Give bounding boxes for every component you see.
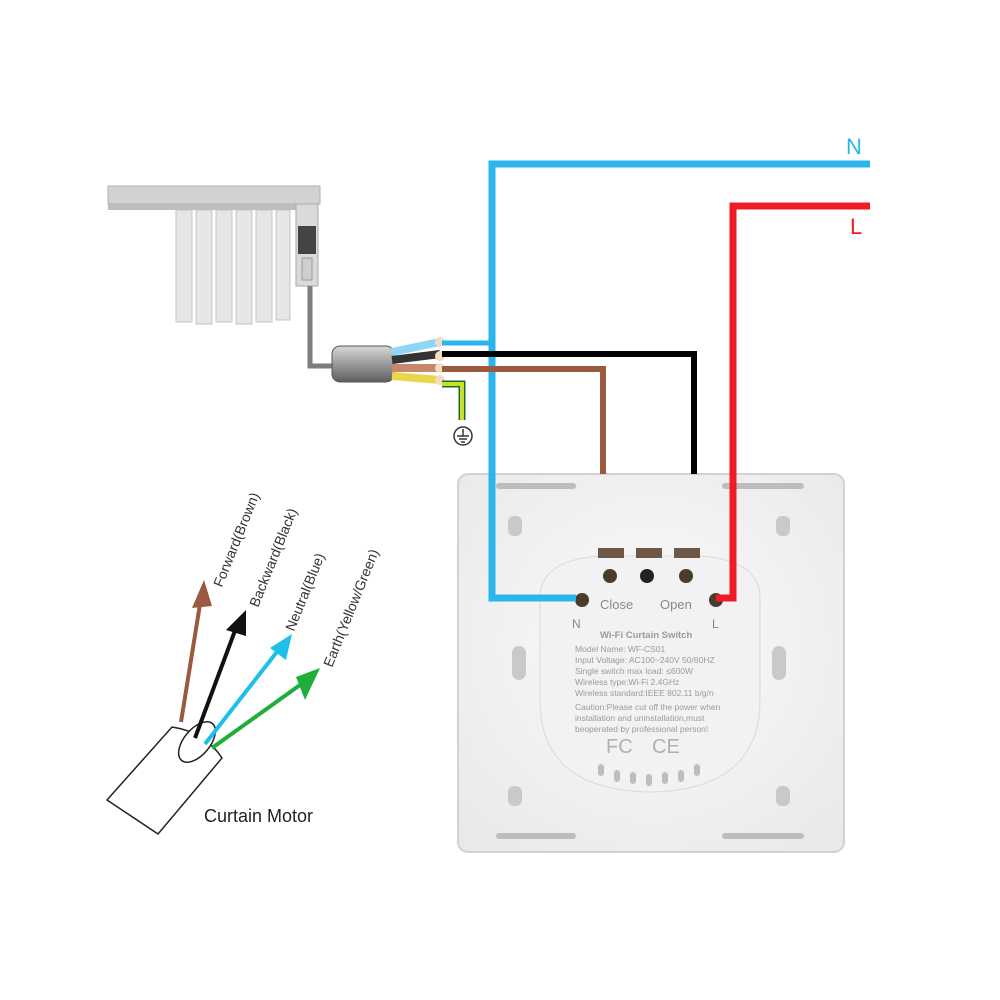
spec-wireless-type: Wireless type:Wi-Fi 2.4GHz [575, 677, 679, 687]
neutral-arrow-icon [270, 634, 292, 660]
forward-arrow-icon [192, 580, 212, 608]
wires [442, 160, 870, 602]
terminal-n-label: N [572, 617, 581, 631]
backward-arrow-icon [226, 610, 246, 636]
curtain-motor-label: Curtain Motor [204, 806, 313, 826]
spec-load: Single switch max load: ≤600W [575, 666, 693, 676]
earth-arrow-icon [296, 668, 320, 700]
wire-label-backward: Backward(Black) [246, 506, 300, 609]
neutral-line-label: N [846, 134, 862, 159]
terminal-l-label: L [712, 617, 719, 631]
terminal-open-label: Open [660, 597, 692, 612]
spec-caution-1: Caution:Please cut off the power when [575, 702, 721, 712]
switch-plate [457, 473, 845, 853]
live-wire [716, 202, 870, 602]
motor-cable-icon [105, 721, 223, 835]
neutral-wire [488, 160, 870, 602]
curtain-rail-illustration [107, 185, 445, 385]
wire-label-neutral: Neutral(Blue) [282, 551, 328, 633]
ground-icon [453, 426, 473, 446]
spec-wireless-standard: Wireless standard:IEEE 802.11 b/g/n [575, 688, 714, 698]
wire-label-earth: Earth(Yellow/Green) [320, 547, 382, 669]
earth-wire [442, 380, 466, 420]
terminal-close-label: Close [600, 597, 633, 612]
forward-wire [442, 366, 606, 474]
motor-legend: Forward(Brown) Backward(Black) Neutral(B… [105, 490, 382, 835]
spec-voltage: Input Voltage: AC100~240V 50/60HZ [575, 655, 715, 665]
live-line-label: L [850, 214, 862, 239]
ce-mark: CE [652, 736, 680, 758]
fc-mark: FC [606, 736, 633, 758]
switch-specs: Wi-Fi Curtain Switch Model Name: WF-CS01… [575, 630, 721, 758]
switch-title: Wi-Fi Curtain Switch [600, 630, 692, 641]
spec-caution-2: installation and uninstallation,must [575, 713, 705, 723]
wire-label-forward: Forward(Brown) [210, 490, 262, 589]
spec-caution-3: beoperated by professional person! [575, 724, 708, 734]
backward-wire [442, 351, 697, 474]
spec-model: Model Name: WF-CS01 [575, 644, 665, 654]
mounting-hole-icon [508, 516, 790, 806]
